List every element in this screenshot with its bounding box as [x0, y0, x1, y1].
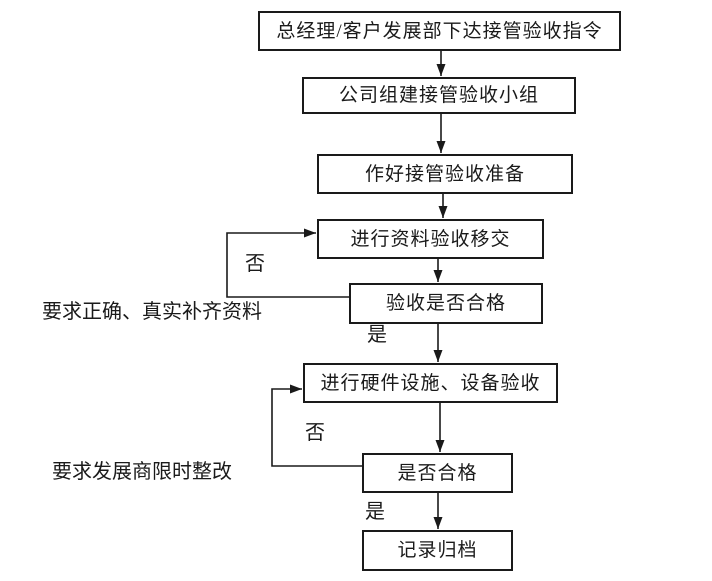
edge-label-no-passcheck: 否	[305, 422, 325, 444]
node-document-handover: 进行资料验收移交	[317, 219, 544, 259]
node-issue-directive: 总经理/客户发展部下达接管验收指令	[258, 11, 621, 51]
edge-label-yes-doccheck: 是	[367, 324, 387, 346]
edge-label-no-doccheck: 否	[245, 253, 265, 275]
node-form-team: 公司组建接管验收小组	[302, 77, 576, 114]
annotation-developer-rectify: 要求发展商限时整改	[52, 461, 232, 483]
loop-passcheck-no-to-hardware	[271, 384, 362, 467]
node-pass-check: 是否合格	[362, 453, 513, 493]
loop-doccheck-no-to-handover	[226, 228, 349, 298]
node-prepare: 作好接管验收准备	[317, 154, 573, 194]
node-archive: 记录归档	[362, 530, 513, 571]
edge-label-yes-passcheck: 是	[365, 501, 385, 523]
node-document-check: 验收是否合格	[349, 283, 543, 324]
node-hardware-check: 进行硬件设施、设备验收	[303, 363, 558, 403]
annotation-fix-documents: 要求正确、真实补齐资料	[42, 301, 262, 323]
